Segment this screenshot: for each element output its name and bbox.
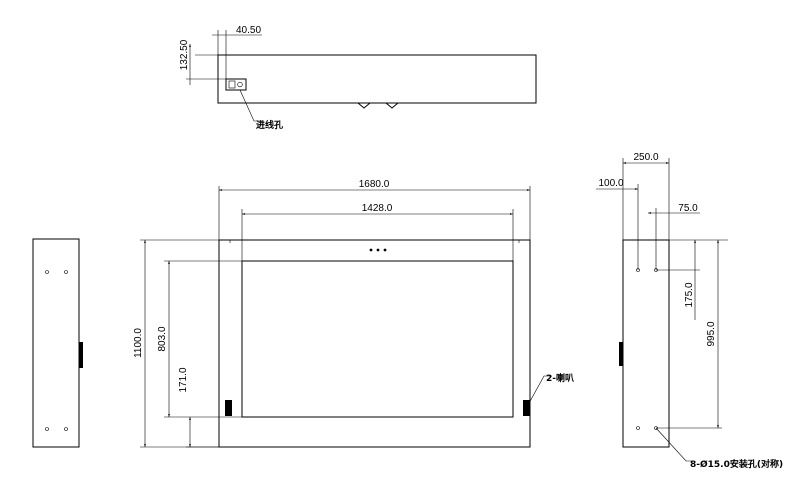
front-view: 1680.0 1428.0 1100.0 803.0 171.0 2-喇叭 [133,179,574,448]
dim-995: 995.0 [706,321,717,346]
left-side-body [32,238,80,448]
dim-1680: 1680.0 [359,179,390,190]
right-side-body [622,239,670,448]
front-screen [241,260,514,418]
cable-hole-label: 进线孔 [256,119,283,131]
cable-hole [225,78,247,91]
dim-250: 250.0 [633,152,658,163]
speaker-label: 2-喇叭 [546,372,574,384]
top-view: 132.50 40.50 进线孔 [179,25,537,131]
left-side-view [32,238,83,448]
bracket-left [357,102,371,109]
dim-803: 803.0 [157,326,168,351]
dim-171: 171.0 [178,367,189,392]
dim-75: 75.0 [678,203,698,214]
dim-175: 175.0 [684,282,695,307]
dim-40-50: 40.50 [236,25,261,36]
dim-1428: 1428.0 [362,203,393,214]
speaker-left [225,400,232,416]
right-side-bracket [619,342,623,366]
left-side-bracket [79,342,83,368]
right-side-view: 250.0 100.0 75.0 175.0 995.0 8-Ø15.0安装孔(… [596,152,783,470]
front-frame [218,239,531,448]
dim-100: 100.0 [598,178,623,189]
top-view-body [217,54,537,104]
dim-132-50: 132.50 [179,39,190,70]
speaker-right [523,400,530,416]
mount-hole-label: 8-Ø15.0安装孔(对称) [690,458,783,470]
bracket-right [385,102,399,109]
dim-1100: 1100.0 [133,328,144,358]
